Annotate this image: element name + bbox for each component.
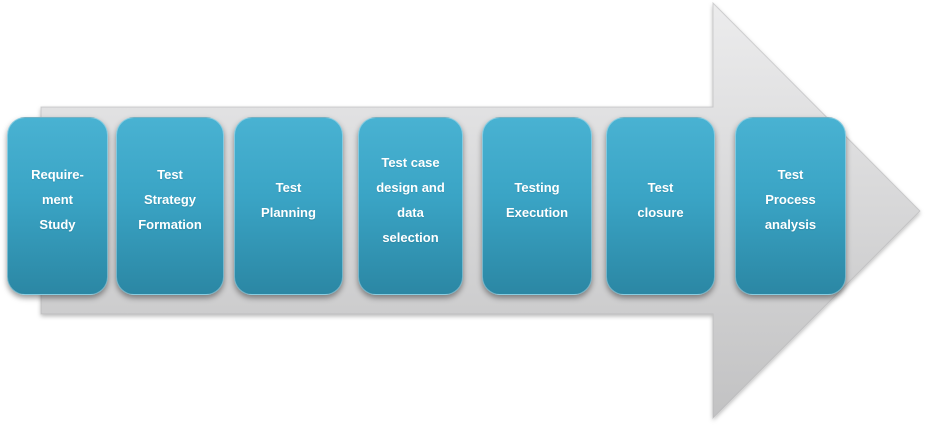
stage-label: Test Process analysis <box>764 167 817 232</box>
stage-label: Require- ment Study <box>31 167 84 232</box>
stage-box: Test closure <box>606 117 715 295</box>
stage-box: Testing Execution <box>482 117 592 295</box>
arrow-polygon <box>40 1 921 420</box>
stage-label: Test Planning <box>261 179 316 220</box>
stage-label: Testing Execution <box>505 179 569 220</box>
stage-label: Test case design and data selection <box>376 154 445 245</box>
stage-label: Test closure <box>637 179 684 220</box>
stage-box: Test Process analysis <box>735 117 846 295</box>
stage-label: Test Strategy Formation <box>138 167 202 232</box>
stage-box: Require- ment Study <box>7 117 108 295</box>
stage-box: Test Planning <box>234 117 343 295</box>
stage-box: Test Strategy Formation <box>116 117 224 295</box>
stage-box: Test case design and data selection <box>358 117 463 295</box>
